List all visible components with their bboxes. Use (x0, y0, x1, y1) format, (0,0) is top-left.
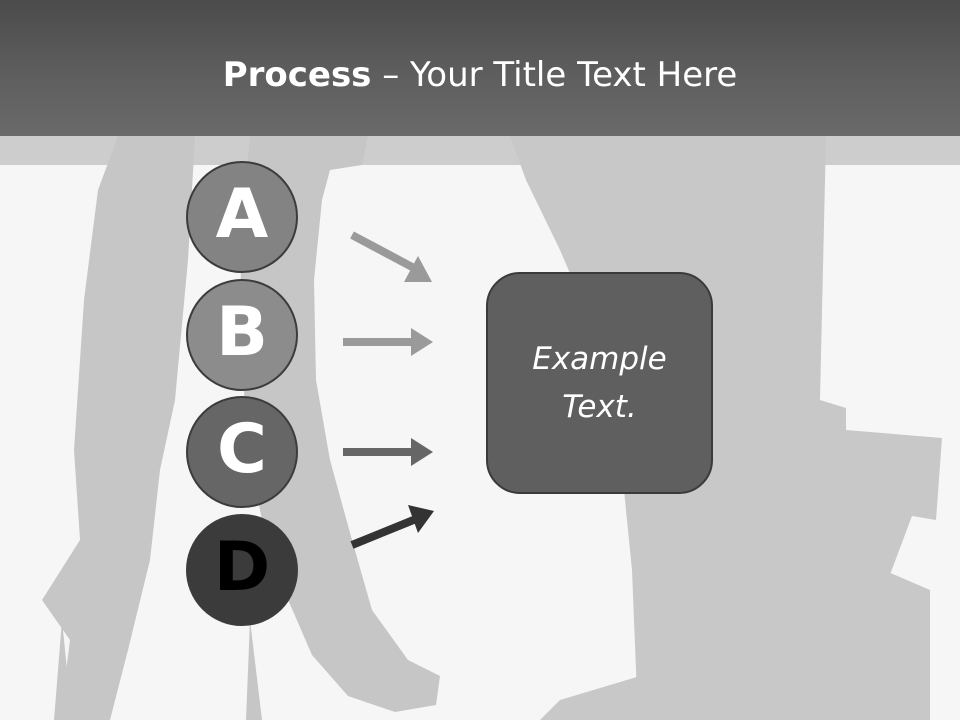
step-circle-a: A (186, 161, 298, 273)
step-circle-d: D (186, 514, 298, 626)
step-circle-c: C (186, 396, 298, 508)
slide-title: Process – Your Title Text Here (0, 52, 960, 98)
title-bar: Process – Your Title Text Here (0, 0, 960, 136)
arrow-d (350, 505, 434, 549)
title-strong: Process (222, 55, 372, 95)
left-leg-silhouette (42, 136, 195, 720)
left-shoe-silhouette (540, 676, 760, 720)
arrow-c (343, 438, 433, 466)
example-text-box: Example Text. (486, 272, 713, 494)
left-heel-silhouette (54, 620, 72, 720)
middle-heel-silhouette (246, 620, 262, 720)
title-rest: – Your Title Text Here (371, 55, 738, 95)
arrow-a (350, 231, 432, 282)
arrow-b (343, 328, 433, 356)
step-circle-b: B (186, 279, 298, 391)
example-text: Example Text. (532, 341, 667, 425)
shoe-silhouette (842, 560, 930, 720)
